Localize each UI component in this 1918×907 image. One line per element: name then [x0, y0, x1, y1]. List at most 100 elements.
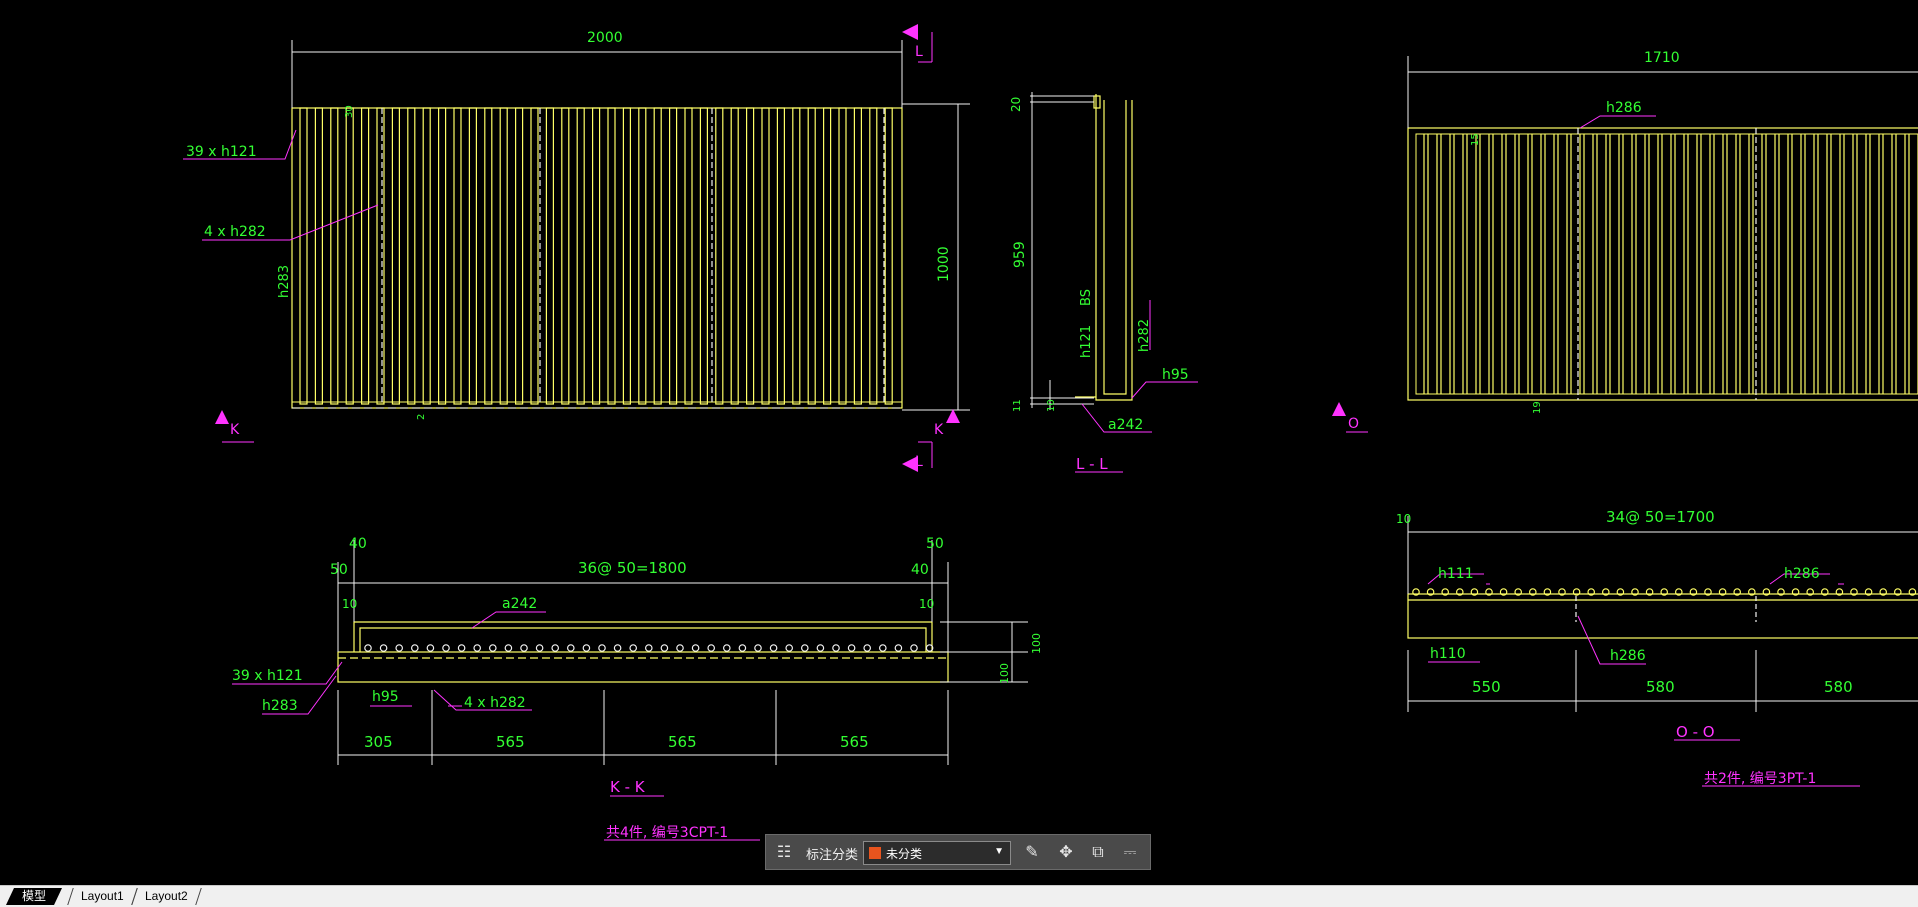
rebar-line: [499, 107, 508, 405]
rebar-circle: [660, 644, 669, 652]
rebar-circle: [1879, 588, 1888, 596]
move-icon[interactable]: ✥: [1059, 844, 1073, 861]
rebar-circle: [1850, 588, 1858, 596]
rebar-circle: [1470, 588, 1479, 596]
rebar-circle: [1485, 588, 1493, 596]
annotation-category-value: 未分类: [886, 847, 923, 861]
rebar-line: [438, 107, 447, 405]
rebar-line: [376, 107, 385, 405]
copy-icon[interactable]: ⧉: [1092, 844, 1104, 861]
rebar-circle: [800, 644, 809, 652]
rebar-line: [330, 107, 339, 405]
rebar-circle: [535, 644, 544, 652]
rebar-line: [453, 107, 462, 405]
rebar-circle: [769, 644, 778, 652]
oo-h286a: h286: [1784, 566, 1820, 582]
rebar-line: [761, 107, 770, 405]
rebar-circle: [1660, 588, 1669, 596]
view2-geometry: [1407, 127, 1918, 401]
view1-dimensions: [291, 40, 970, 411]
oo-d10: 10: [1396, 512, 1411, 526]
view2-width-dim: 1710: [1644, 50, 1680, 66]
kk-h100a: 100: [1030, 633, 1043, 654]
rebar-circle: [1426, 588, 1435, 596]
rebar-circle: [520, 644, 528, 652]
rebar-line: [838, 107, 847, 405]
tab-layout2-label: Layout2: [145, 889, 188, 903]
annotation-category-select[interactable]: 未分类 ▼: [863, 841, 1011, 865]
oo-title: O - O: [1676, 723, 1715, 741]
oo-part-note: 共2件, 编号3PT-1: [1704, 771, 1816, 787]
paste-icon[interactable]: ⎓: [1123, 844, 1137, 861]
rebar-circle: [707, 644, 716, 652]
oo-seg2: 580: [1646, 678, 1675, 696]
rebar-line: [638, 107, 647, 405]
rebar-circle: [1558, 588, 1566, 596]
ll-dim-10: 10: [1046, 399, 1057, 412]
rebar-circle: [676, 644, 684, 652]
rebar-circle: [488, 644, 497, 652]
rebar-line: [314, 107, 323, 405]
kk-d50b: 50: [926, 536, 944, 552]
view2-small-bottom: 19: [1532, 401, 1543, 414]
section-kk-dimensions: [337, 540, 1028, 765]
section-ll-dimensions: [1030, 92, 1094, 410]
rebar-line: [422, 107, 431, 405]
ll-title: L - L: [1076, 455, 1108, 473]
view1-small-bottom: 2: [416, 414, 427, 420]
section-marker-k-left: K: [230, 422, 240, 438]
oo-seg3: 580: [1824, 678, 1853, 696]
rebar-line: [807, 107, 816, 405]
tab-model[interactable]: 模型: [6, 888, 62, 905]
kk-h95: h95: [372, 689, 399, 705]
rebar-line: [776, 107, 786, 405]
cad-model-space[interactable]: 2000 1000 39 x h121 4 x h282 h283 30 2 K…: [0, 0, 1918, 885]
rebar-circle: [847, 644, 856, 652]
section-kk-geometry: [337, 621, 949, 683]
view1-geometry: [291, 107, 903, 409]
rebar-circle: [1748, 588, 1756, 596]
ll-h95: h95: [1162, 367, 1189, 383]
kk-seg3: 565: [668, 733, 697, 751]
rebar-circle: [566, 644, 575, 652]
grid-icon[interactable]: ☷: [776, 844, 792, 861]
tab-layout1[interactable]: Layout1: [67, 888, 138, 905]
rebar-circle: [1587, 588, 1596, 596]
tab-layout2[interactable]: Layout2: [131, 888, 202, 905]
view2-section-arrow: [1332, 402, 1346, 416]
oo-spacing: 34@ 50=1700: [1606, 508, 1715, 526]
kk-part-note: 共4件, 编号3CPT-1: [606, 825, 728, 841]
chevron-down-icon: ▼: [994, 846, 1004, 857]
view1-label-side: h283: [277, 265, 292, 298]
section-marker-k-right: K: [934, 422, 944, 438]
tab-model-label: 模型: [22, 889, 47, 903]
rebar-circle: [1645, 588, 1654, 596]
rebar-line: [514, 107, 524, 405]
section-ll-leaders: [1075, 300, 1198, 473]
rebar-circle: [738, 644, 747, 652]
rebar-line: [468, 107, 477, 405]
rebar-circle: [816, 644, 825, 652]
edit-icon[interactable]: ✎: [1025, 844, 1039, 861]
rebar-circle: [691, 644, 700, 652]
rebar-circle: [1456, 588, 1464, 596]
rebar-circle: [1777, 588, 1785, 596]
view1-label-bars-a: 39 x h121: [186, 144, 257, 160]
view1-section-arrows: [215, 24, 960, 472]
rebar-circle: [1616, 588, 1625, 596]
rebar-line: [822, 107, 832, 405]
rebar-circle: [1733, 588, 1742, 596]
ll-dim-959: 959: [1012, 241, 1028, 268]
rebar-circle: [1441, 588, 1450, 596]
rebar-line: [561, 107, 570, 405]
rebar-circle: [613, 644, 622, 652]
oo-h286b: h286: [1610, 648, 1646, 664]
rebar-circle: [364, 644, 372, 652]
kk-bars: 39 x h121: [232, 668, 303, 684]
rebar-circle: [457, 644, 466, 652]
view1-small-top: 30: [344, 105, 355, 118]
rebar-circle: [1602, 588, 1610, 596]
kk-d40a: 40: [349, 536, 367, 552]
ll-a242: a242: [1108, 417, 1143, 433]
oo-h110: h110: [1430, 646, 1466, 662]
